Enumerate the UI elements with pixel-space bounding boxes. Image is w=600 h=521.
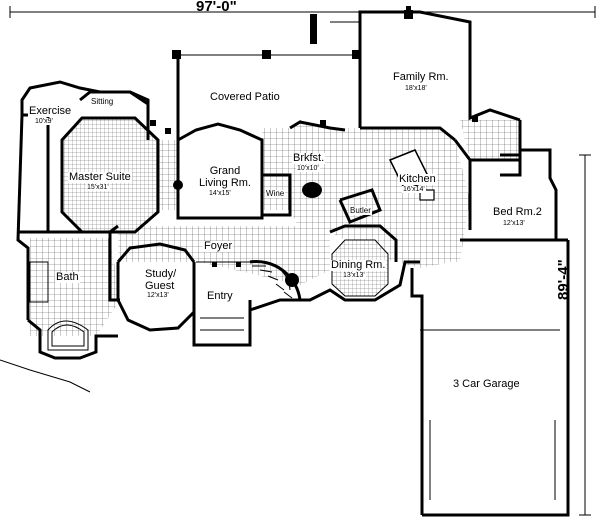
grand-living-label: Grand Living Rm. (198, 165, 252, 190)
wine-label: Wine (265, 189, 286, 198)
family-room-label: Family Rm. (392, 71, 450, 83)
columns (150, 6, 478, 267)
depth-dimension-line (579, 154, 591, 516)
exercise-size: 10'x9' (34, 118, 54, 125)
width-dimension-label: 97'-0" (196, 0, 237, 15)
butler-label: Butler (349, 206, 372, 215)
garage-door-lines (420, 329, 560, 500)
exercise-label: Exercise (28, 105, 73, 117)
family-room-size: 18'x18' (404, 85, 428, 92)
study-size: 12'x13' (146, 292, 170, 299)
kitchen-label: Kitchen (398, 173, 437, 185)
kitchen-size: 16'x14' (402, 186, 426, 193)
foyer-label: Foyer (203, 240, 234, 252)
width-dimension-line (9, 6, 596, 18)
depth-dimension-label: 89'-4" (555, 259, 572, 300)
master-suite-size: 15'x31' (86, 184, 110, 191)
brkfst-size: 10'x10' (296, 165, 320, 172)
garage-label: 3 Car Garage (452, 378, 521, 390)
landscape-edge (0, 359, 91, 393)
bed-rm2-label: Bed Rm.2 (492, 206, 543, 218)
bed-rm2-size: 12'x13' (502, 220, 526, 227)
dining-size: 13'x13' (342, 272, 366, 279)
entry-steps (200, 317, 244, 331)
bath-label: Bath (55, 271, 80, 283)
entry-label: Entry (206, 290, 234, 302)
master-suite-octagon (60, 116, 160, 234)
sitting-bay (79, 90, 149, 106)
sitting-label: Sitting (90, 97, 115, 106)
exterior-walls (16, 10, 570, 517)
covered-patio-label: Covered Patio (209, 91, 281, 103)
patio-posts (172, 10, 413, 59)
interior-walls (18, 113, 556, 302)
master-suite-label: Master Suite (68, 171, 132, 183)
brkfst-label: Brkfst. (292, 152, 326, 164)
bathtub (29, 261, 89, 351)
grand-living-size: 14'x15' (208, 190, 232, 197)
curved-staircase (249, 260, 302, 301)
living-fireplace (173, 180, 183, 190)
breakfast-table (302, 182, 322, 198)
study-label: Study/ Guest (144, 268, 178, 293)
dining-label: Dining Rm. (330, 259, 387, 271)
